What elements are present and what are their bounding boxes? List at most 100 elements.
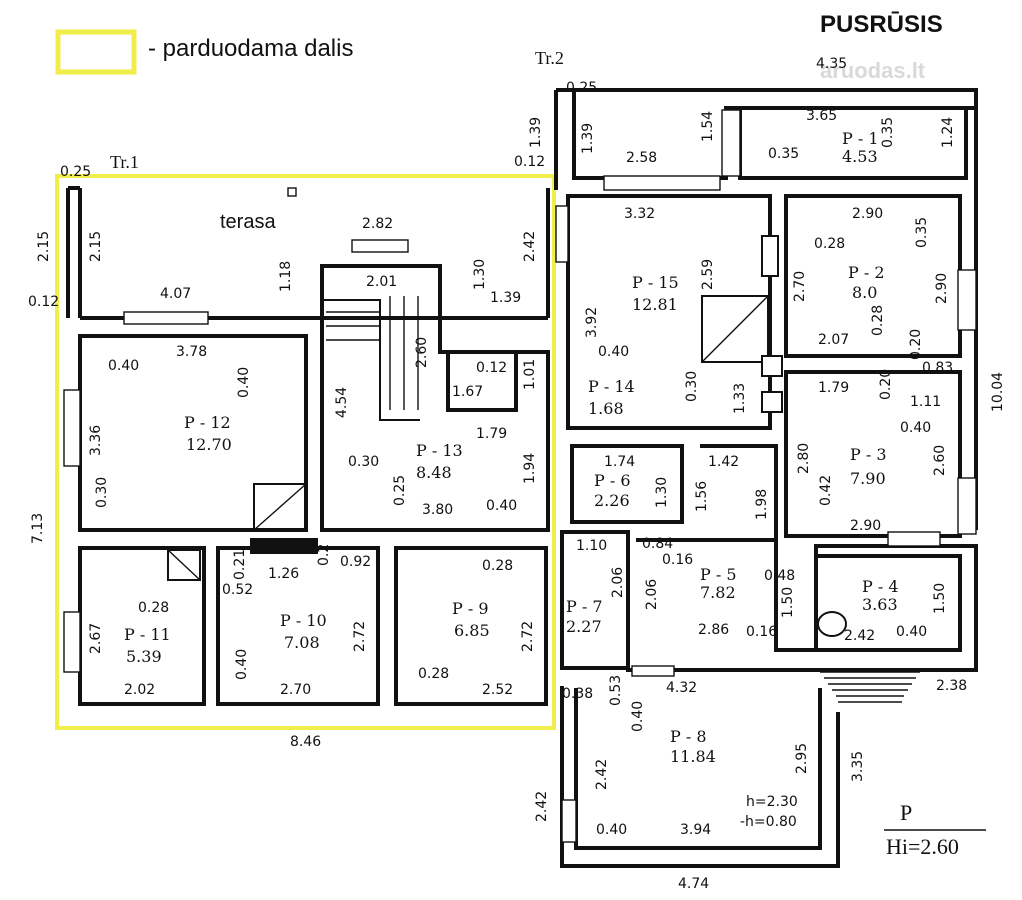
dimension-label: 2.06 bbox=[644, 579, 660, 610]
dimension-label: 3.32 bbox=[624, 206, 655, 222]
dimension-label: 1.24 bbox=[940, 117, 956, 148]
dimension-label: 1.39 bbox=[528, 117, 544, 148]
room-p11-id: P - 11 bbox=[124, 625, 171, 644]
dimension-label: 1.67 bbox=[452, 384, 483, 400]
dimension-label: 0.20 bbox=[908, 329, 924, 360]
terrace-label: terasa bbox=[220, 211, 276, 233]
dimension-label: 0.25 bbox=[60, 164, 91, 180]
room-p8-height-1: h=2.30 bbox=[746, 794, 798, 810]
room-p9-id: P - 9 bbox=[452, 599, 489, 618]
room-p3-id: P - 3 bbox=[850, 445, 887, 464]
dimension-label: 0.53 bbox=[608, 675, 624, 706]
room-labels: P - 1 4.53 P - 2 8.0 P - 3 7.90 P - 4 3.… bbox=[124, 129, 899, 830]
dimension-label: 2.86 bbox=[698, 622, 729, 638]
room-p2-area: 8.0 bbox=[852, 283, 877, 302]
dimension-label: 2.67 bbox=[88, 623, 104, 654]
stair-label-1: Tr.1 bbox=[110, 152, 139, 172]
plan-title: PUSRŪSIS bbox=[820, 11, 943, 38]
dimension-label: 2.95 bbox=[794, 743, 810, 774]
room-p5-area: 7.82 bbox=[700, 583, 736, 602]
dimension-label: 1.50 bbox=[932, 583, 948, 614]
room-p6-id: P - 6 bbox=[594, 471, 631, 490]
dimension-label: 0.40 bbox=[900, 420, 931, 436]
dimension-label: 3.35 bbox=[850, 751, 866, 782]
dimension-label: 7.13 bbox=[30, 513, 46, 544]
room-p13-id: P - 13 bbox=[416, 441, 463, 460]
dimension-label: 0.40 bbox=[234, 649, 250, 680]
dimension-label: 3.92 bbox=[584, 307, 600, 338]
dimension-label: 0.20 bbox=[878, 369, 894, 400]
dimension-label: 0.35 bbox=[880, 117, 896, 148]
dimension-label: 0.21 bbox=[232, 549, 248, 580]
dimension-label: 0.40 bbox=[108, 358, 139, 374]
dimension-label: 0.25 bbox=[566, 80, 597, 96]
dimension-label: 0.40 bbox=[486, 498, 517, 514]
dimension-label: 2.15 bbox=[88, 231, 104, 262]
room-p1-area: 4.53 bbox=[842, 147, 878, 166]
room-p14-id: P - 14 bbox=[588, 377, 635, 396]
dimension-label: 2.01 bbox=[366, 274, 397, 290]
dimension-label: 2.42 bbox=[534, 791, 550, 822]
dimension-label: 1.26 bbox=[268, 566, 299, 582]
dimension-label: 0.42 bbox=[818, 475, 834, 506]
dimension-label: 2.60 bbox=[414, 337, 430, 368]
dimension-label: 2.58 bbox=[626, 150, 657, 166]
dimension-label: 2.82 bbox=[362, 216, 393, 232]
dimension-label: 2.72 bbox=[520, 621, 536, 652]
dimension-label: 1.11 bbox=[910, 394, 941, 410]
dimension-label: 1.30 bbox=[472, 259, 488, 290]
dimension-label: 3.80 bbox=[422, 502, 453, 518]
dimension-label: 1.98 bbox=[754, 489, 770, 520]
room-p9-walls bbox=[394, 546, 548, 706]
dimension-label: 2.42 bbox=[522, 231, 538, 262]
room-p1-id: P - 1 bbox=[842, 129, 879, 148]
dimension-label: 4.54 bbox=[334, 387, 350, 418]
room-p10-area: 7.08 bbox=[284, 633, 320, 652]
dimension-label: 0.16 bbox=[662, 552, 693, 568]
room-p12-id: P - 12 bbox=[184, 413, 231, 432]
dimension-label: 2.90 bbox=[934, 273, 950, 304]
room-p11-area: 5.39 bbox=[126, 647, 162, 666]
room-p4-area: 3.63 bbox=[862, 595, 898, 614]
room-p8-id: P - 8 bbox=[670, 727, 707, 746]
room-p15-walls bbox=[566, 194, 772, 430]
dimension-label: 0.35 bbox=[768, 146, 799, 162]
level-height: Hi=2.60 bbox=[886, 834, 959, 859]
for-sale-outline bbox=[55, 174, 556, 730]
dimension-label: 0.52 bbox=[222, 582, 253, 598]
dimension-label: 4.74 bbox=[678, 876, 709, 892]
room-p7-id: P - 7 bbox=[566, 597, 603, 616]
dimension-label: 4.32 bbox=[666, 680, 697, 696]
legend-swatch bbox=[55, 29, 137, 75]
dimension-label: 2.02 bbox=[124, 682, 155, 698]
room-p6-area: 2.26 bbox=[594, 491, 630, 510]
dimension-label: 2.06 bbox=[610, 567, 626, 598]
dimension-label: 0.12 bbox=[476, 360, 507, 376]
dimension-label: 0.28 bbox=[870, 305, 886, 336]
dimension-label: 1.39 bbox=[580, 123, 596, 154]
dimension-label: 0.30 bbox=[348, 454, 379, 470]
dimension-label: 1.74 bbox=[604, 454, 635, 470]
dimension-label: 1.42 bbox=[708, 454, 739, 470]
dimension-label: 0.84 bbox=[642, 536, 673, 552]
dimension-label: 2.59 bbox=[700, 259, 716, 290]
dimension-label: 3.78 bbox=[176, 344, 207, 360]
dimension-label: 0.28 bbox=[482, 558, 513, 574]
dimension-label: 4.35 bbox=[816, 56, 847, 72]
room-p3-walls bbox=[784, 370, 962, 538]
room-p13-walls bbox=[320, 264, 550, 532]
room-p15-area: 12.81 bbox=[632, 295, 678, 314]
dimension-label: 10.04 bbox=[990, 372, 1006, 412]
dimension-label: 0.16 bbox=[746, 624, 777, 640]
dimension-label: 2.70 bbox=[792, 271, 808, 302]
room-p3-area: 7.90 bbox=[850, 469, 886, 488]
dimension-label: 0.40 bbox=[596, 822, 627, 838]
left-wing-windows bbox=[63, 187, 409, 673]
dimension-label: 2.70 bbox=[280, 682, 311, 698]
room-p7-area: 2.27 bbox=[566, 617, 602, 636]
dimension-label: 0.12 bbox=[514, 154, 545, 170]
room-p8-walls bbox=[560, 686, 840, 868]
dimension-label: 2.60 bbox=[932, 445, 948, 476]
